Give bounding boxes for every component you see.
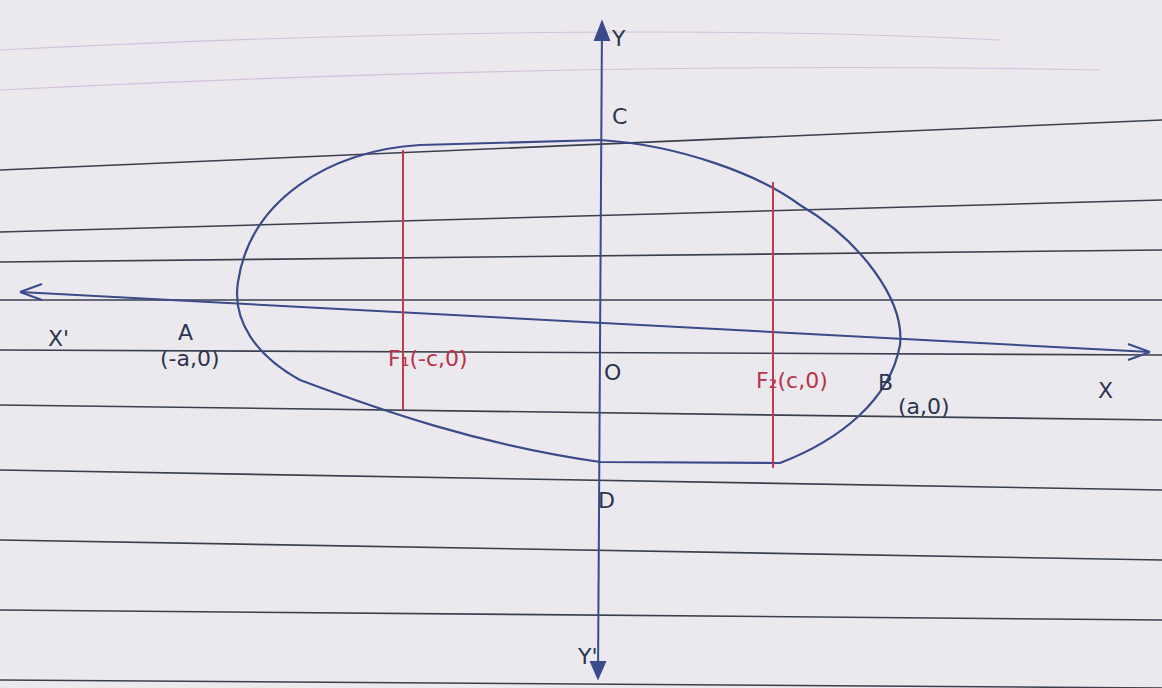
axis-label: Y'	[578, 646, 598, 668]
coordinate-label: (a,0)	[898, 396, 950, 418]
axis-label: Y	[612, 28, 625, 50]
origin-label: O	[604, 362, 621, 384]
axes	[20, 22, 1150, 678]
focus-label: F₁(-c,0)	[388, 348, 468, 370]
point-label: B	[878, 372, 893, 394]
point-label: C	[612, 106, 627, 128]
focus-label: F₂(c,0)	[756, 370, 828, 392]
point-label: D	[598, 490, 615, 512]
latus-rectum	[403, 150, 773, 468]
axis-label: X	[1098, 380, 1113, 402]
point-label: A	[178, 322, 193, 344]
coordinate-label: (-a,0)	[160, 348, 220, 370]
axis-label: X'	[48, 328, 69, 350]
ruled-lines	[0, 120, 1162, 688]
ellipse	[237, 140, 900, 463]
margin-marks	[0, 32, 1100, 90]
